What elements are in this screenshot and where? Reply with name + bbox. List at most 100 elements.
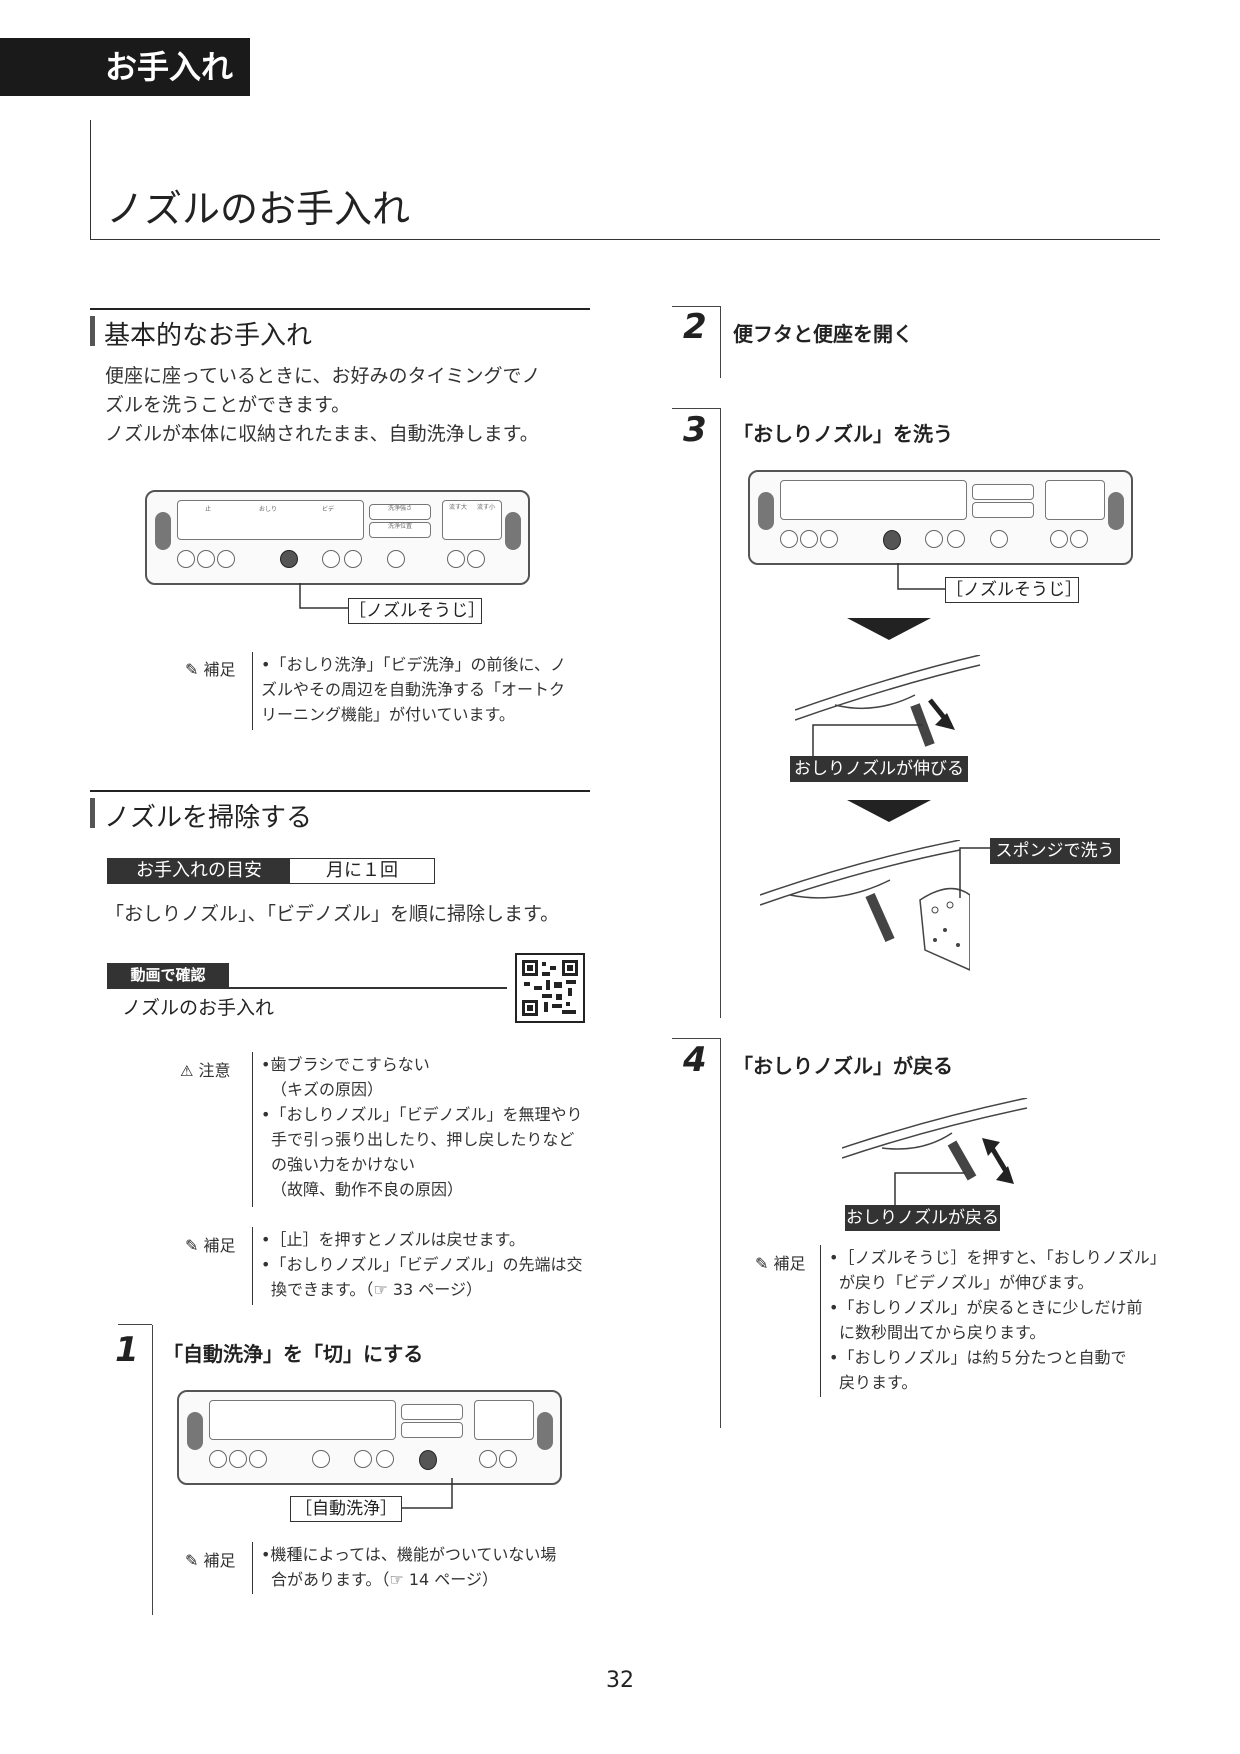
sponge-wash-label: スポンジで洗う [990, 838, 1120, 864]
note-3-body: •機種によっては、機能がついていない場 合があります。（☞ 14 ページ） [252, 1542, 601, 1594]
text-line: ノズルが本体に収納されたまま、自動洗浄します。 [105, 423, 539, 445]
note-line: に数秒間出てから戻ります。 [839, 1323, 1046, 1342]
wash-strength-label: 洗浄強さ [387, 505, 412, 512]
bide-label: ビデ [321, 506, 334, 513]
note-line: •［ノズルそうじ］を押すと、「おしりノズル」 [829, 1248, 1166, 1267]
main-buttons [780, 480, 967, 520]
note-label-text: 補足 [773, 1254, 806, 1273]
callout-leader-3 [390, 1478, 453, 1509]
flush-buttons [474, 1400, 534, 1440]
step-1-title: 「自動洗浄」を「切」にする [163, 1342, 424, 1366]
wash-position-button [401, 1422, 463, 1438]
note-line: •「おしり洗浄」「ビデ洗浄」の前後に、ノ [261, 655, 566, 674]
nozzle-cleaning-heading-text: ノズルを掃除する [104, 803, 313, 833]
flush-buttons: 流す大 流す小 [442, 500, 502, 540]
nozzle-cleaning-text: 「おしりノズル」、「ビデノズル」を順に掃除します。 [105, 903, 560, 925]
nozzle-clean-button [280, 550, 298, 568]
caution-line: （故障、動作不良の原因） [271, 1180, 464, 1199]
sponge-wash-illustration [760, 840, 970, 971]
qr-code-icon[interactable] [515, 953, 585, 1023]
note-line: •「おしりノズル」「ビデノズル」の先端は交 [261, 1255, 583, 1274]
page-title: ノズルのお手入れ [106, 187, 411, 231]
note-2-body: •［止］を押すとノズルは戻せます。 •「おしりノズル」「ビデノズル」の先端は交 … [252, 1227, 601, 1305]
note-line: ズルやその周辺を自動洗浄する「オートク [261, 680, 566, 699]
caution-label: ⚠ 注意 [180, 1057, 245, 1081]
section-tab: お手入れ [0, 38, 250, 96]
caution-line: （キズの原因） [271, 1080, 384, 1099]
oshiri-button [249, 1450, 267, 1468]
oshiri-button [217, 550, 235, 568]
wide-button [229, 1450, 247, 1468]
main-buttons: 止 おしり ビデ [177, 500, 364, 540]
deodor-button [447, 550, 465, 568]
step-2-number: 2 [683, 307, 707, 347]
step-3-rule [720, 408, 721, 1018]
dry-button [209, 1450, 227, 1468]
note-line: •「おしりノズル」は約５分たつと自動で [829, 1348, 1127, 1367]
wash-position-button: 洗浄位置 [369, 522, 431, 538]
step-4-top-rule [672, 1038, 720, 1039]
video-rule [107, 987, 507, 989]
nozzle-clean-callout: ［ノズルそうじ］ [348, 598, 485, 624]
step-4-rule [720, 1038, 721, 1428]
caution-line: の強い力をかけない [271, 1155, 416, 1174]
note-2-label: ✎ 補足 [185, 1232, 245, 1256]
note-line: が戻り「ビデノズル」が伸びます。 [839, 1273, 1094, 1292]
caution-line: •「おしりノズル」「ビデノズル」を無理やり [261, 1105, 583, 1124]
wide-button [800, 530, 818, 548]
note-label-text: 補足 [203, 1551, 236, 1570]
main-buttons [209, 1400, 396, 1440]
oshiri-button [820, 530, 838, 548]
oshiri-label: おしり [258, 506, 277, 513]
note-line: •「おしりノズル」が戻るときに少しだけ前 [829, 1298, 1143, 1317]
water-temp-button [376, 1450, 394, 1468]
wash-strength-button [972, 484, 1034, 500]
water-temp-button [344, 550, 362, 568]
auto-wash-button [387, 550, 405, 568]
dry-button [780, 530, 798, 548]
nozzle-clean-button [883, 530, 901, 550]
step-2-title: 便フタと便座を開く [733, 322, 913, 346]
callout-leader-extend [812, 724, 923, 760]
control-panel-3 [177, 1390, 562, 1485]
control-panel-2 [748, 470, 1133, 565]
note-line: 戻ります。 [839, 1373, 918, 1392]
panel-grip [155, 512, 171, 550]
panel-grip [758, 492, 774, 530]
note-label-text: 補足 [203, 1236, 236, 1255]
note-line: 合があります。（☞ 14 ページ） [271, 1570, 498, 1589]
pencil-icon: ✎ [185, 1551, 199, 1570]
step-2-top-rule [672, 306, 720, 307]
wash-strength-button: 洗浄強さ [369, 504, 431, 520]
note-line: 換できます。（☞ 33 ページ） [271, 1280, 482, 1299]
pencil-icon: ✎ [185, 660, 199, 679]
callout-leader-return [894, 1172, 965, 1208]
panel-grip [537, 1412, 553, 1450]
deodor-button [479, 1450, 497, 1468]
flush-buttons [1045, 480, 1105, 520]
caution-body: •歯ブラシでこすらない （キズの原因） •「おしりノズル」「ビデノズル」を無理や… [252, 1052, 601, 1207]
down-arrow-icon [847, 800, 931, 822]
nozzle-return-illustration [842, 1098, 1028, 1184]
basic-care-heading-text: 基本的なお手入れ [104, 321, 313, 351]
nozzle-clean-button [312, 1450, 330, 1468]
page-number: 32 [606, 1668, 634, 1693]
down-arrow-icon [847, 618, 931, 640]
text-line: ズルを洗うことができます。 [105, 394, 351, 416]
callout-leader-2 [897, 563, 948, 590]
note-line: リーニング機能」が付いています。 [261, 705, 515, 724]
auto-wash-button [990, 530, 1008, 548]
basic-care-text: 便座に座っているときに、お好みのタイミングでノ ズルを洗うことができます。 ノズ… [105, 362, 585, 449]
note-1-body: •「おしり洗浄」「ビデ洗浄」の前後に、ノ ズルやその周辺を自動洗浄する「オートク… [252, 652, 591, 730]
panel-grip [505, 512, 521, 550]
step-3-title: 「おしりノズル」を洗う [733, 422, 953, 446]
video-badge: 動画で確認 [107, 963, 229, 987]
water-temp-button [947, 530, 965, 548]
nozzle-cleaning-heading: ノズルを掃除する [90, 790, 590, 833]
warning-icon: ⚠ [180, 1062, 194, 1080]
note-label-text: 補足 [203, 660, 236, 679]
note-line: •機種によっては、機能がついていない場 [261, 1545, 557, 1564]
nozzle-return-label: おしりノズルが戻る [845, 1205, 1000, 1231]
note-3-label: ✎ 補足 [185, 1547, 245, 1571]
step-4-number: 4 [683, 1040, 707, 1080]
